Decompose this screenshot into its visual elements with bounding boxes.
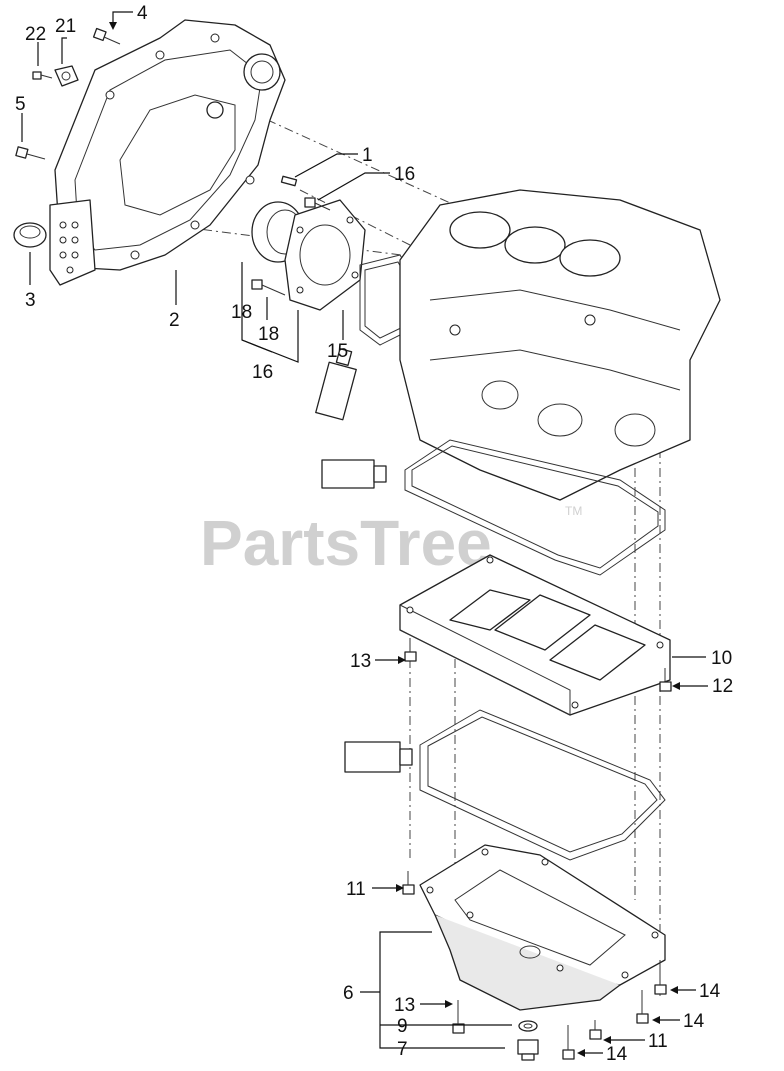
callout-14-left: 14	[606, 1044, 628, 1065]
upper-gasket[interactable]	[404, 439, 666, 576]
bolt-12[interactable]	[659, 668, 672, 692]
callout-14-right: 14	[699, 981, 721, 1002]
callout-20: 18	[258, 324, 279, 345]
callout-4: 4	[137, 3, 148, 24]
oil-pan[interactable]	[419, 844, 666, 1011]
bolt-13-lower[interactable]	[452, 1000, 465, 1034]
sealant-tube-middle[interactable]	[321, 459, 387, 489]
sealant-tube-upper[interactable]	[315, 348, 357, 421]
callout-12: 12	[712, 676, 733, 697]
bolt-20[interactable]	[251, 279, 286, 296]
callout-19: 16	[394, 164, 415, 185]
bolt-14-middle[interactable]	[636, 990, 649, 1024]
callout-1: 1	[362, 145, 373, 166]
callout-13-upper: 13	[350, 651, 371, 672]
bolt-14-left[interactable]	[562, 1025, 575, 1060]
bolt-19[interactable]	[304, 197, 331, 211]
callout-9: 9	[397, 1016, 408, 1037]
washer-9[interactable]	[518, 1020, 538, 1032]
callout-10: 10	[711, 648, 732, 669]
oil-seal-case[interactable]	[284, 199, 366, 311]
bolt-5[interactable]	[15, 146, 46, 160]
callout-16: 16	[252, 362, 273, 383]
callout-11-lower: 11	[648, 1031, 668, 1052]
callout-14-middle: 14	[683, 1011, 705, 1032]
callout-18: 18	[231, 302, 252, 323]
callout-22: 22	[25, 24, 46, 45]
bolt-22[interactable]	[32, 71, 53, 80]
bolt-13-upper[interactable]	[404, 638, 417, 662]
lower-gasket[interactable]	[419, 709, 666, 861]
callout-6: 6	[343, 983, 354, 1004]
bolt-14-right[interactable]	[654, 960, 667, 995]
callout-2: 2	[169, 310, 180, 331]
callout-7: 7	[397, 1039, 408, 1060]
callout-21: 21	[55, 16, 76, 37]
bolt-11-upper[interactable]	[402, 871, 415, 895]
callout-11-upper: 11	[346, 879, 366, 900]
crankcase[interactable]	[399, 189, 721, 501]
callout-13-lower: 13	[394, 995, 415, 1016]
sealant-tube-lower[interactable]	[344, 741, 413, 773]
callout-labels: 4 22 21 5 3 2 1 16 18 18 16 15 13 10 12 …	[15, 3, 733, 1065]
callout-15: 15	[327, 341, 348, 362]
callout-3: 3	[25, 290, 36, 311]
callout-5: 5	[15, 94, 26, 115]
leader-lines	[21, 11, 708, 1057]
bolt-11-lower[interactable]	[589, 1020, 602, 1040]
flywheel-housing[interactable]	[49, 19, 286, 286]
plug-3[interactable]	[13, 222, 47, 248]
oil-pan-adapter[interactable]	[399, 554, 671, 716]
bolt-4[interactable]	[92, 27, 121, 45]
watermark-trademark: TM	[565, 504, 582, 518]
pin-1[interactable]	[280, 175, 298, 187]
drain-plug-7[interactable]	[517, 1039, 539, 1061]
watermark-text: PartsTree	[200, 507, 492, 579]
clamp-21[interactable]	[54, 65, 79, 87]
